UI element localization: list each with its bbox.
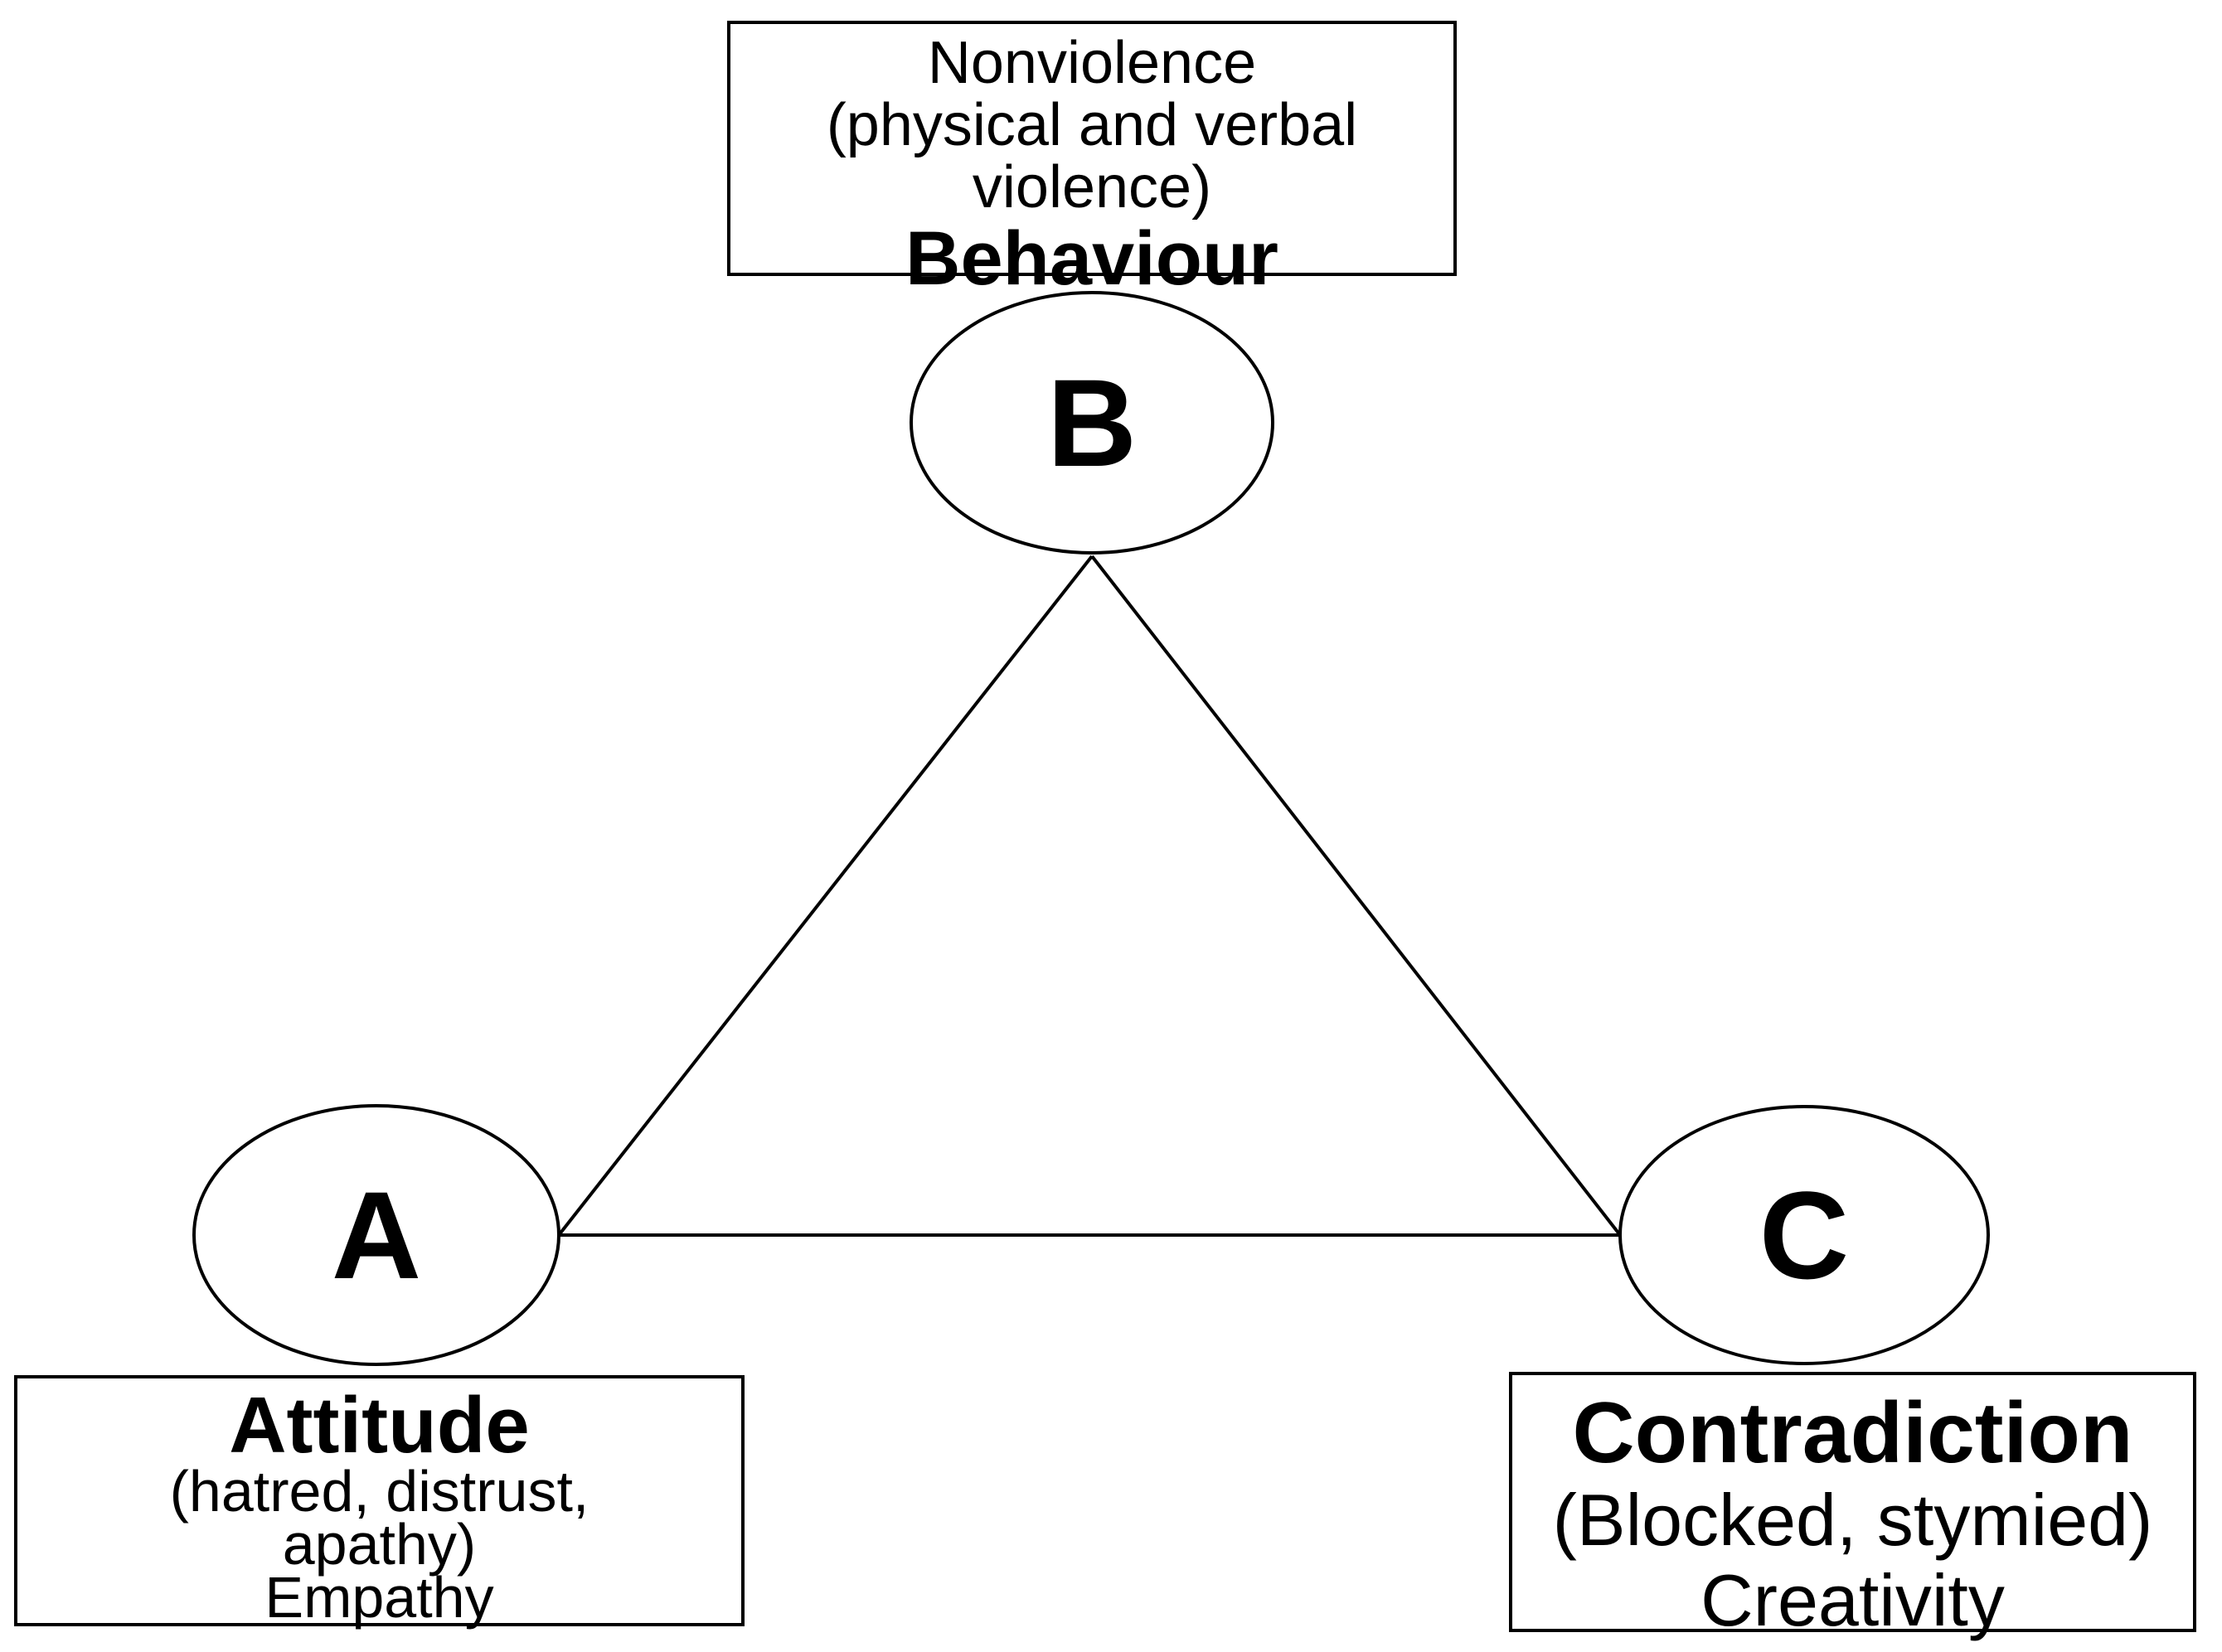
attitude-box-title: Attitude <box>229 1381 530 1470</box>
attitude-box: Attitude (hatred, distrust, apathy) Empa… <box>14 1375 745 1626</box>
contradiction-box-title: Contradiction <box>1572 1385 2133 1481</box>
node-b-ellipse <box>910 291 1274 555</box>
edge-b-c <box>1090 555 1622 1237</box>
behaviour-box-line: violence) <box>972 154 1212 220</box>
node-a-ellipse <box>192 1104 560 1366</box>
attitude-box-line: apathy) <box>282 1512 477 1577</box>
node-c-ellipse <box>1618 1105 1990 1365</box>
node-a-label: A <box>331 1165 422 1305</box>
node-c-label: C <box>1759 1165 1850 1305</box>
behaviour-box: Nonviolence (physical and verbal violenc… <box>727 21 1457 298</box>
contradiction-box-line: (Blocked, stymied) <box>1552 1479 2153 1561</box>
behaviour-box-line: Nonviolence <box>927 30 1257 96</box>
edge-b-a <box>557 555 1094 1237</box>
behaviour-box-line: (physical and verbal <box>826 92 1358 158</box>
behaviour-box-title: Behaviour <box>905 216 1278 301</box>
contradiction-box: Contradiction (Blocked, stymied) Creativ… <box>1509 1372 2196 1640</box>
contradiction-box-line: Creativity <box>1700 1559 2005 1641</box>
attitude-box-line: (hatred, distrust, <box>169 1459 589 1524</box>
node-b-label: B <box>1046 353 1138 492</box>
attitude-box-line: Empathy <box>264 1565 494 1630</box>
